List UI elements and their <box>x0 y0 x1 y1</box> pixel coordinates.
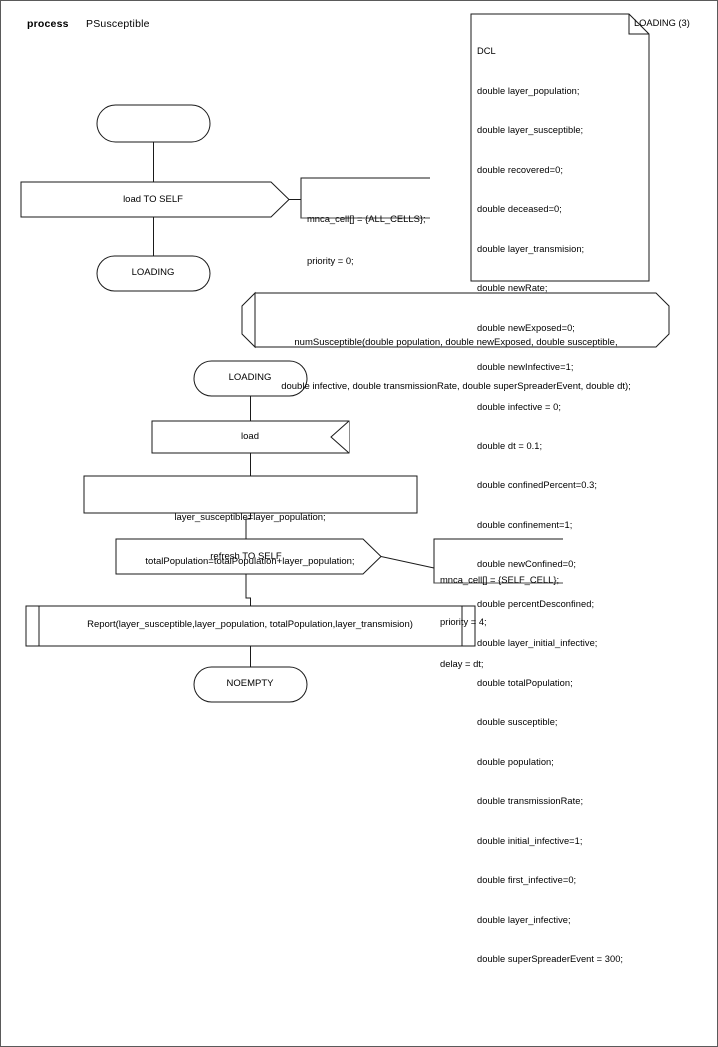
comment-load-line: priority = 0; <box>307 255 354 266</box>
comment-refresh-text: mnca_cell[] = {SELF_CELL}; priority = 4;… <box>440 545 559 699</box>
start-state-shape <box>96 104 211 143</box>
state-noempty-label: NOEMPTY <box>226 678 274 689</box>
comment-refresh-line: priority = 4; <box>440 616 487 627</box>
state-loading-1-label: LOADING <box>131 267 175 278</box>
dcl-line: double layer_susceptible; <box>477 125 584 136</box>
dcl-line: double population; <box>477 756 554 767</box>
task-line: totalPopulation=totalPopulation+layer_po… <box>145 555 355 567</box>
dcl-line: double confinement=1; <box>477 519 573 530</box>
dcl-line: double first_infective=0; <box>477 875 577 886</box>
dcl-line: double newInfective=1; <box>477 362 574 373</box>
comment-refresh-line: mnca_cell[] = {SELF_CELL}; <box>440 574 560 585</box>
dcl-title: DCL <box>477 46 496 57</box>
dcl-line: double infective = 0; <box>477 401 562 412</box>
dcl-line: double deceased=0; <box>477 204 562 215</box>
dcl-line: double susceptible; <box>477 717 558 728</box>
dcl-line: double layer_infective; <box>477 914 571 925</box>
input-load-label: load <box>241 431 259 442</box>
procedure-report-label: Report(layer_susceptible,layer_populatio… <box>87 619 413 630</box>
dcl-line: double layer_transmision; <box>477 243 585 254</box>
dcl-line: double confinedPercent=0.3; <box>477 480 597 491</box>
dcl-line: double newExposed=0; <box>477 322 575 333</box>
dcl-line: double newRate; <box>477 283 548 294</box>
leader-output-refresh-comment <box>380 556 435 569</box>
process-name: PSusceptible <box>86 18 150 30</box>
dcl-declaration-list: DCL double layer_population; double laye… <box>477 19 623 993</box>
dcl-line: double layer_initial_infective; <box>477 638 598 649</box>
output-refresh-label: refresh TO SELF <box>210 551 282 562</box>
dcl-line: double percentDesconfined; <box>477 598 595 609</box>
comment-refresh-line: delay = dt; <box>440 658 484 669</box>
dcl-line: double newConfined=0; <box>477 559 577 570</box>
input-load-notch <box>330 420 350 454</box>
state-loading-2-label: LOADING <box>228 372 272 383</box>
dcl-line: double initial_infective=1; <box>477 835 583 846</box>
dcl-tag-label: LOADING (3) <box>634 18 690 28</box>
dcl-line: double transmissionRate; <box>477 796 584 807</box>
macro-line: double infective, double transmissionRat… <box>281 380 631 392</box>
task-line: layer_susceptible=layer_population; <box>174 512 326 523</box>
comment-load-line: mnca_cell[] = {ALL_CELLS}; <box>307 213 426 224</box>
dcl-line: double totalPopulation; <box>477 677 573 688</box>
dcl-line: double layer_population; <box>477 85 580 96</box>
task-assign-text: layer_susceptible=layer_population; tota… <box>145 482 354 598</box>
process-keyword: process <box>27 18 69 30</box>
dcl-line: double recovered=0; <box>477 164 563 175</box>
dcl-line: double superSpreaderEvent = 300; <box>477 954 624 965</box>
macro-numsusceptible-text: numSusceptible(double population, double… <box>281 307 631 423</box>
dcl-line: double dt = 0.1; <box>477 441 543 451</box>
macro-line: numSusceptible(double population, double… <box>294 337 618 348</box>
macro-numsusceptible-shape <box>241 291 256 349</box>
output-load-label: load TO SELF <box>123 194 183 205</box>
comment-load-text: mnca_cell[] = {ALL_CELLS}; priority = 0; <box>307 184 426 296</box>
